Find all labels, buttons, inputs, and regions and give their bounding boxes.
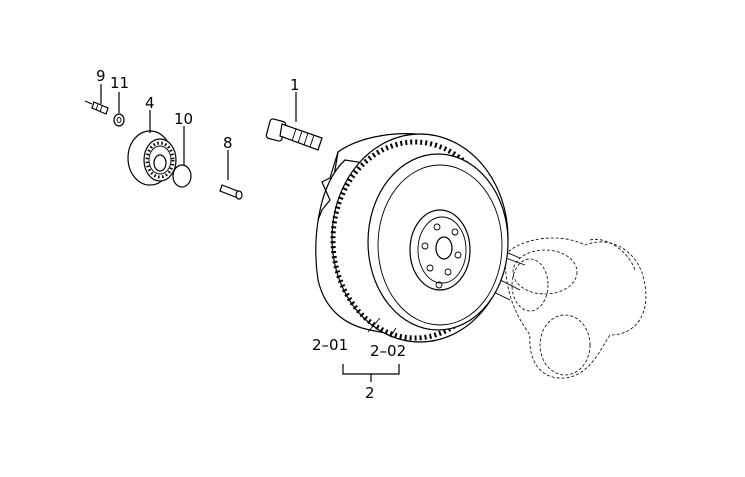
group-bracket [342,364,400,382]
label-part-2-01: 2–01 [312,336,348,354]
label-part-2-02: 2–02 [370,342,406,360]
label-part-1: 1 [290,76,300,94]
label-part-4: 4 [145,94,155,112]
bolt-drawing [265,92,323,151]
label-part-8: 8 [223,134,233,152]
screw-drawing [84,84,109,115]
bearing-assembly-drawing [127,110,177,186]
flywheel-drawing [315,133,509,343]
label-part-2: 2 [365,384,375,402]
label-part-11: 11 [110,74,129,92]
label-part-9: 9 [96,67,106,85]
washer-drawing [113,92,125,127]
label-part-10: 10 [174,110,193,128]
pin-drawing [219,150,243,200]
o-ring-drawing [172,126,192,188]
